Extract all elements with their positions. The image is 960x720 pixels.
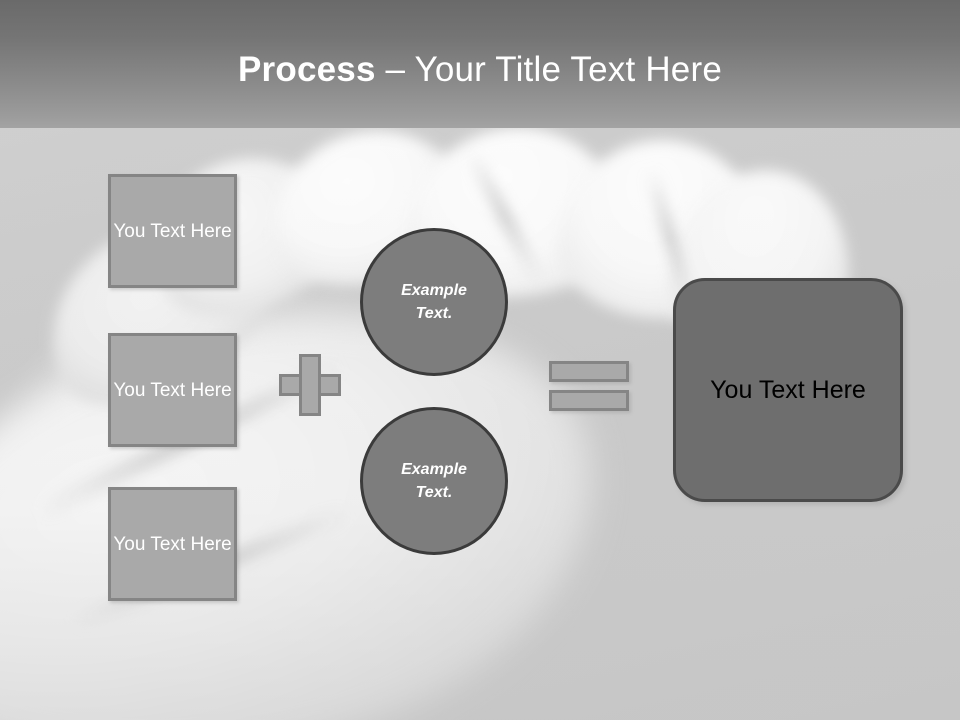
plus-center-fill <box>302 377 318 393</box>
example-circle-2-line1: Example <box>401 461 467 478</box>
input-box-2-label: You Text Here <box>113 379 232 401</box>
example-circle-2-line2: Text. <box>415 484 453 501</box>
result-box-label: You Text Here <box>710 375 866 404</box>
input-box-1-label: You Text Here <box>113 220 232 242</box>
equals-bottom-bar <box>549 390 629 411</box>
input-box-2[interactable]: You Text Here <box>108 333 237 447</box>
title-band: Process – Your Title Text Here <box>0 0 960 128</box>
example-circle-1-line1: Example <box>401 282 467 299</box>
input-box-3-label: You Text Here <box>113 533 232 555</box>
page-title: Process – Your Title Text Here <box>0 50 960 90</box>
equals-icon <box>549 361 629 411</box>
example-circle-1-line2: Text. <box>415 305 453 322</box>
result-box[interactable]: You Text Here <box>673 278 903 502</box>
equals-top-bar <box>549 361 629 382</box>
page-title-rest-part: – Your Title Text Here <box>375 50 722 89</box>
plus-icon <box>279 354 341 416</box>
input-box-1[interactable]: You Text Here <box>108 174 237 288</box>
page-title-bold-part: Process <box>238 50 376 89</box>
input-box-3[interactable]: You Text Here <box>108 487 237 601</box>
